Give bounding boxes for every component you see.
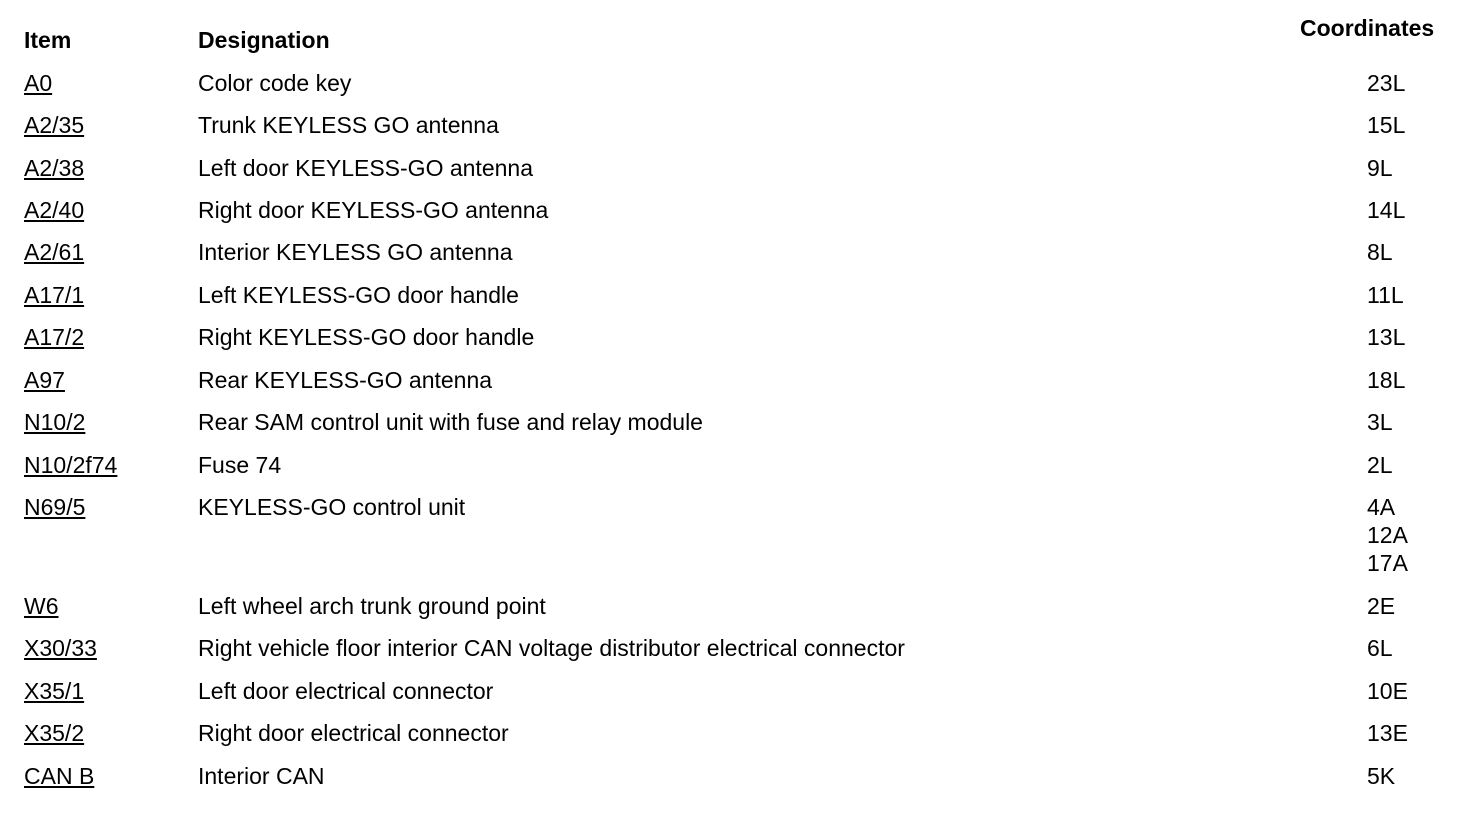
item-link[interactable]: X35/1 <box>24 678 85 704</box>
item-link[interactable]: A0 <box>24 70 53 96</box>
item-cell: A97 <box>24 366 65 394</box>
coordinates-cell: 3L <box>1367 408 1393 436</box>
item-cell: A2/61 <box>24 238 84 266</box>
item-link[interactable]: A2/38 <box>24 155 85 181</box>
designation-cell: Left door KEYLESS-GO antenna <box>198 155 533 181</box>
header-coordinates: Coordinates <box>1300 15 1435 41</box>
coordinate-value: 23L <box>1367 70 1406 96</box>
designation-cell: Trunk KEYLESS GO antenna <box>198 112 499 138</box>
coordinate-value: 11L <box>1367 282 1404 308</box>
item-link[interactable]: A2/40 <box>24 197 85 223</box>
coordinate-value: 13L <box>1367 324 1406 350</box>
coordinates-cell: 14L <box>1367 196 1405 224</box>
coordinate-value: 6L <box>1367 635 1393 661</box>
item-cell: A17/1 <box>24 281 84 309</box>
item-link[interactable]: X35/2 <box>24 720 85 746</box>
coordinate-value: 14L <box>1367 197 1406 223</box>
item-link[interactable]: A17/1 <box>24 282 85 308</box>
coordinate-value: 8L <box>1367 239 1393 265</box>
item-cell: A2/40 <box>24 196 84 224</box>
coordinate-value: 15L <box>1367 112 1406 138</box>
coordinates-cell: 8L <box>1367 238 1393 266</box>
item-cell: W6 <box>24 592 59 620</box>
coordinates-cell: 6L <box>1367 634 1393 662</box>
designation-cell: Interior KEYLESS GO antenna <box>198 239 513 265</box>
item-cell: X30/33 <box>24 634 97 662</box>
designation-cell: Right door electrical connector <box>198 720 509 746</box>
coordinates-cell: 5K <box>1367 762 1395 790</box>
coordinates-cell: 13E <box>1367 719 1408 747</box>
designation-cell: Rear SAM control unit with fuse and rela… <box>198 409 703 435</box>
coordinate-value: 13E <box>1367 720 1408 746</box>
coordinate-value: 10E <box>1367 678 1408 704</box>
item-cell: CAN B <box>24 762 94 790</box>
item-link[interactable]: A2/61 <box>24 239 85 265</box>
coordinates-cell: 11L <box>1367 281 1404 309</box>
item-cell: N10/2f74 <box>24 451 117 479</box>
coordinates-cell: 10E <box>1367 677 1408 705</box>
coordinate-value: 9L <box>1367 155 1393 181</box>
designation-cell: Left KEYLESS-GO door handle <box>198 282 519 308</box>
designation-cell: Interior CAN <box>198 763 325 789</box>
designation-cell: Right door KEYLESS-GO antenna <box>198 197 549 223</box>
designation-cell: Left door electrical connector <box>198 678 494 704</box>
item-link[interactable]: A2/35 <box>24 112 85 138</box>
coordinate-value: 2E <box>1367 593 1396 619</box>
item-cell: A2/35 <box>24 111 84 139</box>
item-cell: N10/2 <box>24 408 85 436</box>
item-cell: A2/38 <box>24 154 84 182</box>
designation-cell: Right vehicle floor interior CAN voltage… <box>198 635 905 661</box>
coordinates-cell: 23L <box>1367 69 1405 97</box>
designation-cell: KEYLESS-GO control unit <box>198 494 466 520</box>
item-link[interactable]: N10/2 <box>24 409 86 435</box>
item-link[interactable]: A97 <box>24 367 65 393</box>
item-link[interactable]: N10/2f74 <box>24 452 118 478</box>
item-cell: N69/5 <box>24 493 85 521</box>
coordinates-cell: 9L <box>1367 154 1393 182</box>
designation-cell: Left wheel arch trunk ground point <box>198 593 546 619</box>
designation-cell: Fuse 74 <box>198 452 282 478</box>
item-link[interactable]: W6 <box>24 593 59 619</box>
item-link[interactable]: A17/2 <box>24 324 85 350</box>
designation-cell: Rear KEYLESS-GO antenna <box>198 367 493 393</box>
designation-cell: Color code key <box>198 70 352 96</box>
coordinate-value: 5K <box>1367 763 1396 789</box>
item-cell: X35/2 <box>24 719 84 747</box>
coordinate-value: 3L <box>1367 409 1393 435</box>
coordinate-value: 17A <box>1367 550 1408 576</box>
coordinates-cell: 15L <box>1367 111 1405 139</box>
coordinates-cell: 2L <box>1367 451 1393 479</box>
coordinate-value: 2L <box>1367 452 1393 478</box>
item-link[interactable]: X30/33 <box>24 635 97 661</box>
item-link[interactable]: N69/5 <box>24 494 86 520</box>
item-link[interactable]: CAN B <box>24 763 95 789</box>
coordinates-cell: 13L <box>1367 323 1405 351</box>
coordinate-value: 12A <box>1367 522 1408 548</box>
coordinates-cell: 2E <box>1367 592 1395 620</box>
header-designation: Designation <box>198 27 330 53</box>
coordinates-cell: 18L <box>1367 366 1405 394</box>
coordinate-value: 18L <box>1367 367 1406 393</box>
coordinate-value: 4A <box>1367 494 1396 520</box>
header-item: Item <box>24 27 72 53</box>
item-cell: A0 <box>24 69 52 97</box>
designation-cell: Right KEYLESS-GO door handle <box>198 324 535 350</box>
item-cell: A17/2 <box>24 323 84 351</box>
item-cell: X35/1 <box>24 677 84 705</box>
